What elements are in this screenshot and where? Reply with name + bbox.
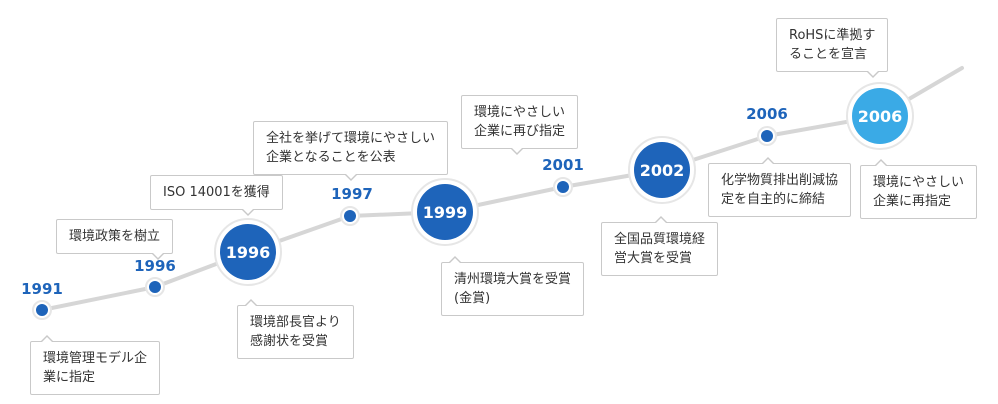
year-label: 1997 bbox=[331, 185, 373, 203]
callout-line: 環境部長官より bbox=[250, 315, 341, 330]
big-marker-disc bbox=[220, 224, 276, 280]
milestone-callout-1996-policy: 環境政策を樹立 bbox=[56, 219, 174, 260]
callout-line: 環境にやさしい bbox=[474, 105, 566, 120]
callout-line: 環境にやさしい bbox=[873, 175, 965, 190]
small-marker-dot bbox=[344, 210, 356, 222]
callout-line: ISO 14001を獲得 bbox=[163, 185, 270, 200]
milestone-callout-2002: 全国品質環境経 営大賞を受賞 bbox=[601, 216, 719, 276]
year-label: 2001 bbox=[542, 156, 584, 174]
milestone-callout-1991: 環境管理モデル企 業に指定 bbox=[30, 335, 161, 395]
big-marker-disc bbox=[852, 88, 908, 144]
callout-line: 営大賞を受賞 bbox=[614, 251, 693, 266]
small-marker-dot bbox=[557, 181, 569, 193]
year-label: 1996 bbox=[226, 243, 271, 262]
milestone-callout-1996-award: 環境部長官より 感謝状を受賞 bbox=[237, 299, 354, 359]
callout-line: 企業となることを公表 bbox=[266, 150, 396, 165]
milestone-callout-2006-chemical: 化学物質排出削減協 定を自主的に締結 bbox=[708, 157, 852, 217]
small-marker-dot bbox=[149, 281, 161, 293]
callout-line: 業に指定 bbox=[43, 370, 96, 385]
callout-line: 定を自主的に締結 bbox=[721, 192, 826, 207]
callout-line: (金賞) bbox=[454, 291, 491, 306]
callout-line: ることを宣言 bbox=[789, 47, 868, 62]
callout-line: 全社を挙げて環境にやさしい bbox=[266, 131, 436, 146]
callout-line: 企業に再指定 bbox=[873, 194, 952, 209]
callout-line: 全国品質環境経 bbox=[614, 232, 706, 247]
milestone-callout-rohs: RoHSに準拠す ることを宣言 bbox=[776, 18, 889, 78]
year-label: 1999 bbox=[423, 203, 468, 222]
big-marker-disc bbox=[634, 142, 690, 198]
callout-line: RoHSに準拠す bbox=[789, 28, 876, 43]
small-marker-dot bbox=[761, 130, 773, 142]
callout-line: 清州環境大賞を受賞 bbox=[454, 272, 572, 287]
year-label: 1991 bbox=[21, 280, 63, 298]
year-label: 2002 bbox=[640, 161, 685, 180]
year-label: 2006 bbox=[746, 105, 788, 123]
callout-line: 環境政策を樹立 bbox=[69, 229, 161, 244]
callout-line: 企業に再び指定 bbox=[474, 124, 566, 139]
milestone-callout-1997: 全社を挙げて環境にやさしい 企業となることを公表 bbox=[253, 121, 449, 181]
big-marker-disc bbox=[417, 184, 473, 240]
timeline-path bbox=[40, 66, 964, 312]
small-marker-dot bbox=[36, 304, 48, 316]
callout-line: 感謝状を受賞 bbox=[250, 334, 329, 349]
milestone-callout-2001: 環境にやさしい 企業に再び指定 bbox=[461, 95, 579, 155]
callout-line: 環境管理モデル企 bbox=[43, 351, 148, 366]
milestone-callout-1999: 清州環境大賞を受賞 (金賞) bbox=[441, 256, 585, 316]
callout-line: 化学物質排出削減協 bbox=[721, 173, 839, 188]
timeline-markers: 1991 1996 1996 1997 1999 2001 2002 2006 2006 bbox=[21, 82, 914, 320]
year-label: 1996 bbox=[134, 257, 176, 275]
year-label: 2006 bbox=[858, 107, 903, 126]
milestone-callout-iso: ISO 14001を獲得 bbox=[150, 175, 283, 216]
milestone-callout-2006-green: 環境にやさしい 企業に再指定 bbox=[860, 159, 978, 219]
